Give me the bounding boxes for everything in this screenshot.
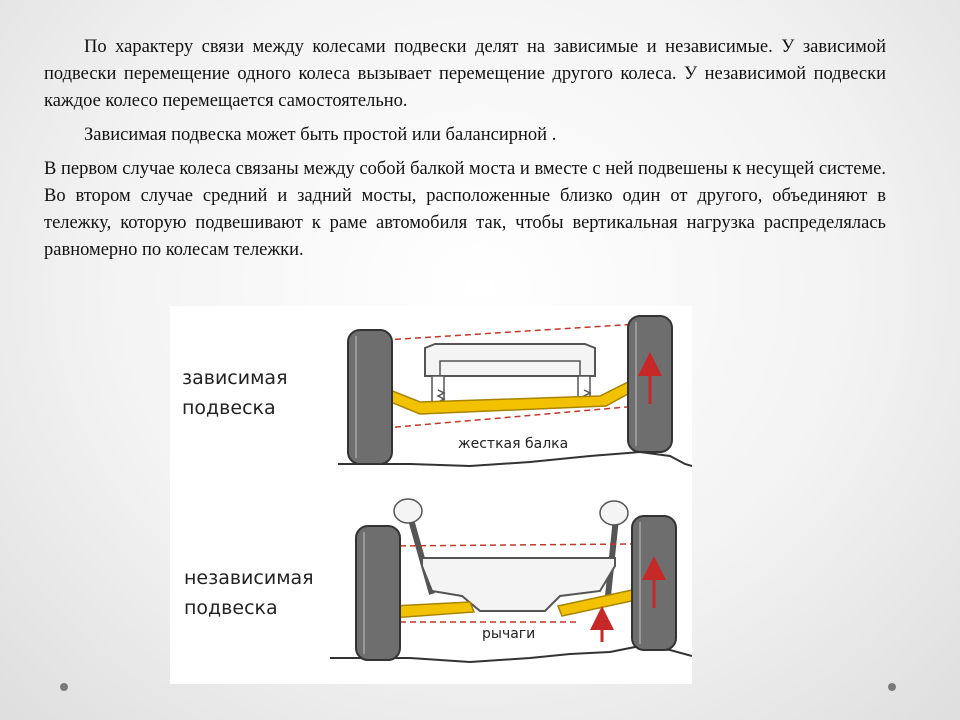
bottom-caption: рычаги <box>482 626 535 642</box>
top-label-line2: подвеска <box>182 397 276 419</box>
left-arm <box>391 601 476 619</box>
car-body-bottom <box>421 557 616 612</box>
paragraph-suspension-types: По характеру связи между колесами подвес… <box>44 37 886 111</box>
left-wheel <box>347 329 393 465</box>
paragraph-details: В первом случае колеса связаны между соб… <box>44 159 886 260</box>
left-wheel-bottom <box>355 525 401 661</box>
bottom-label-line2: подвеска <box>184 597 278 619</box>
left-nav-dot <box>60 683 68 691</box>
bottom-label-line1: независимая <box>184 567 314 589</box>
paragraph-dependent-types: Зависимая подвеска может быть простой ил… <box>84 125 557 145</box>
ground-line <box>338 450 692 468</box>
top-caption: жесткая балка <box>458 436 568 452</box>
dependent-suspension-drawing: зависимая подвеска жесткая балка <box>182 315 692 468</box>
suspension-diagram: зависимая подвеска жесткая балка <box>182 315 692 664</box>
independent-suspension-drawing: независимая подвеска рычаги <box>184 498 692 664</box>
right-nav-dot <box>888 683 896 691</box>
top-label-line1: зависимая <box>182 367 288 389</box>
suspension-figure: зависимая подвеска жесткая балка <box>170 306 692 684</box>
car-body <box>424 343 596 377</box>
